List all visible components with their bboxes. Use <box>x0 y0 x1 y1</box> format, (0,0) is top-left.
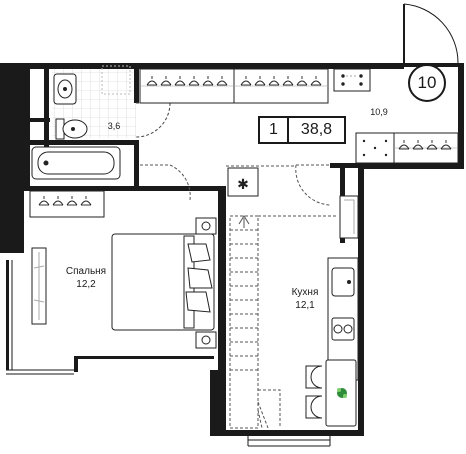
staircase <box>229 215 336 429</box>
kitchen-area: 12,1 <box>295 300 315 311</box>
dining-table <box>305 359 357 427</box>
svg-text:✱: ✱ <box>237 177 249 193</box>
bathroom-door <box>135 102 171 138</box>
bedroom-wardrobe <box>29 190 105 218</box>
plant-icon <box>337 388 347 398</box>
exterior-wall-left <box>0 63 74 375</box>
room-count: 1 <box>260 118 289 142</box>
wardrobe-top <box>139 68 329 104</box>
double-bed <box>111 217 217 349</box>
walls <box>24 63 464 436</box>
wardrobe-right <box>355 132 459 164</box>
apartment-number-badge: 10 <box>408 64 446 102</box>
area-summary-box: 1 38,8 <box>258 116 346 144</box>
bathroom-area: 3,6 <box>107 121 121 131</box>
bedroom-name: Спальня <box>65 266 107 277</box>
bathroom-fixtures <box>31 65 131 180</box>
shoe-cabinet <box>333 68 371 92</box>
ventilation-shaft: ✱ <box>227 167 259 197</box>
bedroom-wall-shelf <box>31 247 47 325</box>
entrance-door <box>403 3 459 64</box>
hall-door-swings <box>140 164 331 206</box>
hall-area: 10,9 <box>370 107 388 117</box>
bedroom-area: 12,2 <box>76 279 96 290</box>
kitchen-fridge <box>339 195 359 239</box>
kitchen-name: Кухня <box>291 287 319 298</box>
total-area: 38,8 <box>300 121 333 138</box>
window-bottom <box>247 436 331 447</box>
